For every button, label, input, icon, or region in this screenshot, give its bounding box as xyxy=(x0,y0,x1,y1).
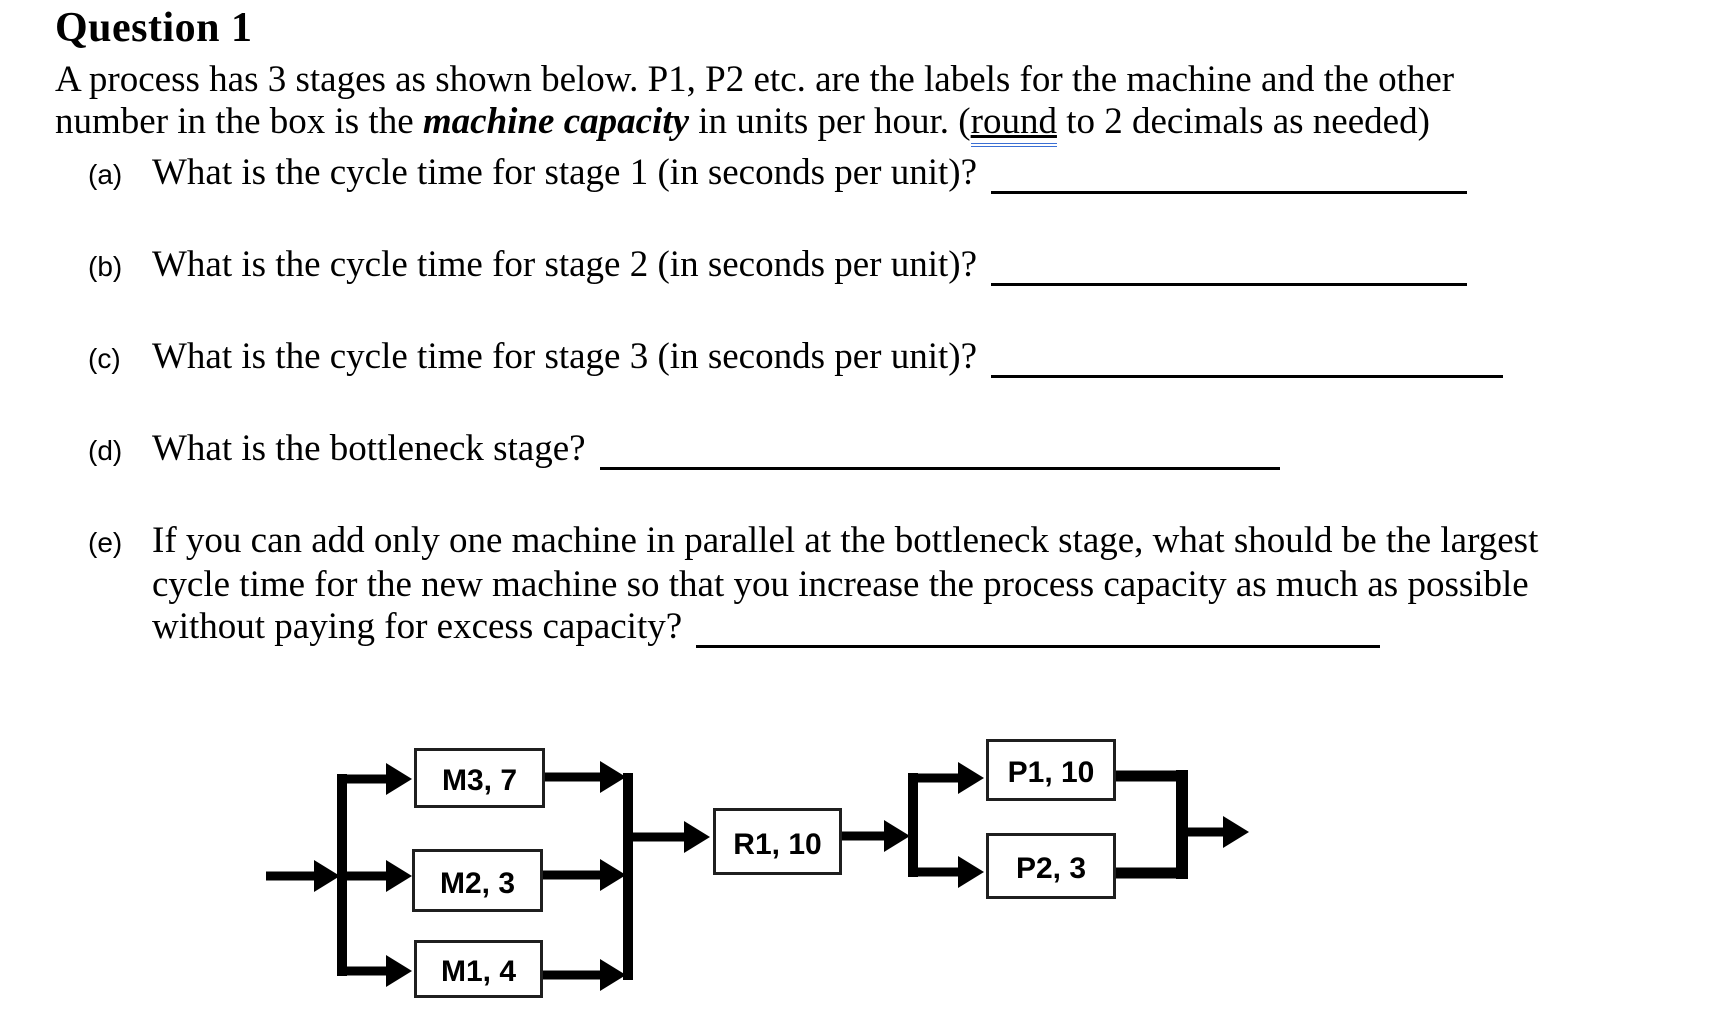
stage3-merge-bar xyxy=(1176,770,1188,879)
question-item-a: (a) What is the cycle time for stage 1 (i… xyxy=(88,152,1688,196)
machine-box-p1: P1, 10 xyxy=(986,739,1116,801)
intro-line2-post: to 2 decimals as needed) xyxy=(1056,101,1430,142)
answer-blank-b xyxy=(991,279,1468,286)
answer-blank-d xyxy=(599,463,1280,470)
question-item-b: (b) What is the cycle time for stage 2 (i… xyxy=(88,244,1688,288)
item-text-b: What is the cycle time for stage 2 (in s… xyxy=(152,244,978,285)
intro-line2-pre: number in the box is the xyxy=(55,101,423,142)
machine-label-m1: M1, 4 xyxy=(440,955,517,988)
machine-label-p2: P2, 3 xyxy=(1015,852,1087,885)
intro-line1: A process has 3 stages as shown below. P… xyxy=(55,59,1455,100)
stage3-split-bar xyxy=(908,773,918,877)
machine-box-m2: M2, 3 xyxy=(412,849,543,912)
item-text-e-line3: without paying for excess capacity? xyxy=(152,606,683,647)
question-title: Question 1 xyxy=(55,5,253,51)
branch-m3-arrowhead xyxy=(386,763,412,795)
output-arrowhead xyxy=(1223,816,1249,848)
input-arrowhead xyxy=(314,860,340,892)
connector-shafts xyxy=(266,770,1225,980)
r1-out-arrowhead xyxy=(884,820,910,852)
machine-label-m2: M2, 3 xyxy=(439,866,516,900)
machine-label-m3: M3, 7 xyxy=(441,764,518,797)
item-label-e: (e) xyxy=(88,527,123,558)
machine-box-p2: P2, 3 xyxy=(986,833,1116,899)
machine-box-m3: M3, 7 xyxy=(414,748,545,808)
item-label-d: (d) xyxy=(88,435,123,466)
answer-blank-c xyxy=(991,371,1504,378)
machine-box-r1: R1, 10 xyxy=(713,808,842,875)
m2-out-arrowhead xyxy=(600,859,626,891)
question-item-c: (c) What is the cycle time for stage 3 (i… xyxy=(88,336,1688,380)
question-item-d: (d) What is the bottleneck stage? xyxy=(88,428,1688,472)
grammar-marked-word: round xyxy=(970,101,1057,147)
intro-paragraph: A process has 3 stages as shown below. P… xyxy=(55,59,1675,147)
machine-label-r1: R1, 10 xyxy=(733,827,822,861)
answer-blank-a xyxy=(991,187,1468,194)
stage1-merge-bar xyxy=(623,773,633,980)
question-item-e: (e) If you can add only one machine in pa… xyxy=(88,520,1668,648)
item-label-b: (b) xyxy=(88,251,123,282)
branch-p2-arrowhead xyxy=(958,856,984,888)
item-text-e-line2: cycle time for the new machine so that y… xyxy=(152,564,1529,605)
branch-m2-arrowhead xyxy=(386,860,412,892)
arrowheads xyxy=(314,761,1249,991)
m3-out-arrowhead xyxy=(600,761,626,793)
machine-capacity-emphasis: machine capacity xyxy=(422,101,690,142)
machine-label-p1: P1, 10 xyxy=(1007,756,1095,789)
intro-line2-mid: in units per hour. ( xyxy=(689,101,971,142)
answer-blank-e xyxy=(696,641,1381,648)
machine-box-m1: M1, 4 xyxy=(414,940,543,998)
item-text-e-line1: If you can add only one machine in paral… xyxy=(152,520,1539,561)
item-text-c: What is the cycle time for stage 3 (in s… xyxy=(152,336,978,377)
item-text-d: What is the bottleneck stage? xyxy=(152,428,586,469)
m1-out-arrowhead xyxy=(600,959,626,991)
branch-m1-arrowhead xyxy=(386,955,412,987)
item-label-c: (c) xyxy=(88,343,121,374)
item-label-a: (a) xyxy=(88,159,123,190)
item-text-a: What is the cycle time for stage 1 (in s… xyxy=(152,152,978,193)
stage1-to-r1-arrowhead xyxy=(684,821,710,853)
branch-p1-arrowhead xyxy=(958,762,984,794)
